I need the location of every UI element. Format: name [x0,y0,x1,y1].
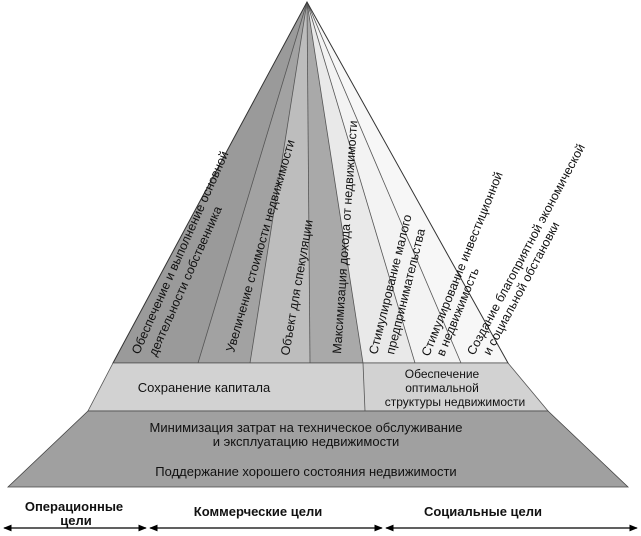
label-costs-2: и эксплуатацию недвижимости [213,434,400,449]
sector-commercial-speculation [250,2,310,363]
label-capital: Сохранение капитала [138,380,271,395]
label-costs-1: Минимизация затрат на техническое обслуж… [150,420,463,435]
sector-divider [306,1,311,364]
pyramid-sectors [112,0,509,364]
band-base [6,410,630,488]
sector-divider [249,1,308,364]
label-optimal-1: Обеспечение [405,367,480,381]
sector-divider [197,1,308,364]
sector-divider [306,1,364,364]
goal-operational-2: цели [60,513,91,528]
goal-social: Социальные цели [424,504,542,519]
tier-base-band [6,410,630,488]
label-social-environment-1: Создание благоприятной экономической [464,142,588,358]
label-condition: Поддержание хорошего состояния недвижимо… [155,464,456,479]
goal-axis: Операционные цели Коммерческие цели Соци… [3,499,638,532]
goal-operational-1: Операционные [25,499,123,514]
sector-divider [306,1,462,364]
label-optimal-2: оптимальной [405,381,479,395]
sector-divider [306,1,416,364]
goal-commercial: Коммерческие цели [194,504,322,519]
band-divider [362,362,366,412]
label-social-environment-2: и социальной обстановки [480,220,562,358]
tier-labels: Сохранение капитала Обеспечение оптималь… [138,367,526,479]
label-optimal-3: структуры недвижимости [385,395,526,409]
